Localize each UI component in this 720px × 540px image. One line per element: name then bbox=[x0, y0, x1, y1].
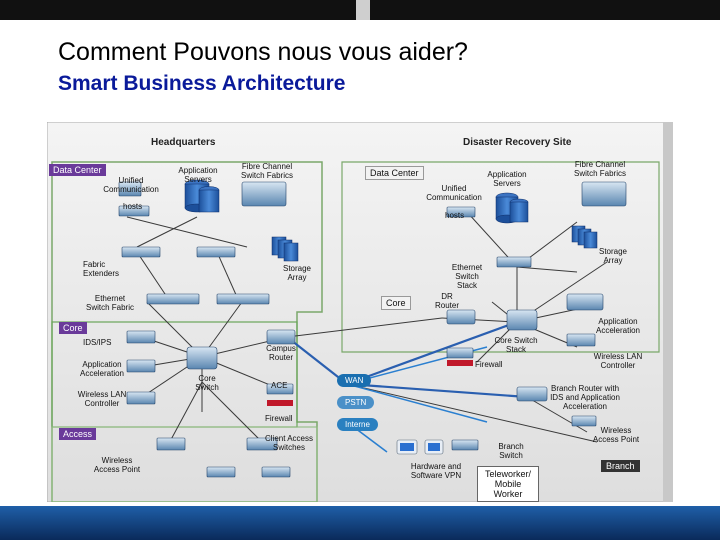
hq-campus-router-label: Campus Router bbox=[266, 344, 296, 362]
branch-switch-label: Branch Switch bbox=[498, 442, 524, 460]
hq-client-access-label: Client Access Switches bbox=[264, 434, 314, 452]
hq-core-switch-label: Core Switch bbox=[195, 374, 219, 392]
pstn-cloud: PSTN bbox=[337, 396, 375, 409]
hq-app-accel-label: Application Acceleration bbox=[79, 360, 125, 378]
wan-cloud: WAN bbox=[337, 374, 372, 387]
dr-fibre-channel-label: Fibre Channel Switch Fabrics bbox=[573, 160, 626, 178]
top-notch bbox=[356, 0, 370, 20]
branch-label: Branch bbox=[601, 460, 640, 472]
hq-data-center-tag: Data Center bbox=[49, 164, 106, 176]
hq-storage-array bbox=[271, 236, 299, 262]
hq-fabric-extenders-label: Fabric Extenders bbox=[83, 260, 120, 278]
dr-app-accel-label: Application Acceleration bbox=[595, 317, 641, 335]
slide-subtitle: Smart Business Architecture bbox=[58, 72, 346, 95]
dr-core-tag: Core bbox=[381, 296, 411, 310]
internet-cloud: Interne bbox=[337, 418, 378, 431]
hq-ace-label: ACE bbox=[271, 381, 288, 390]
hq-idsips-label: IDS/IPS bbox=[83, 338, 112, 347]
dr-hosts-label: hosts bbox=[445, 211, 465, 220]
disaster-recovery-header: Disaster Recovery Site bbox=[463, 137, 572, 148]
hq-firewall-label: Firewall bbox=[265, 414, 293, 423]
diagram-graphics bbox=[47, 122, 673, 502]
dr-server-stack bbox=[495, 192, 529, 224]
dr-ethernet-stack-label: Ethernet Switch Stack bbox=[451, 263, 483, 290]
hw-sw-vpn-label: Hardware and Software VPN bbox=[410, 462, 462, 480]
dr-wlc-label: Wireless LAN Controller bbox=[593, 352, 643, 370]
hq-core-tag: Core bbox=[59, 322, 87, 334]
headquarters-header: Headquarters bbox=[151, 137, 216, 148]
bottom-bar bbox=[0, 506, 720, 540]
hq-wap-label: Wireless Access Point bbox=[93, 456, 141, 474]
dr-storage-array bbox=[571, 225, 598, 249]
hq-fibre-channel-label: Fibre Channel Switch Fabrics bbox=[240, 162, 293, 180]
hq-app-servers-label: Application Servers bbox=[178, 166, 218, 184]
access-tag: Access bbox=[59, 428, 97, 440]
dr-data-center-tag: Data Center bbox=[365, 166, 424, 180]
branch-router-label: Branch Router with IDS and Application A… bbox=[550, 384, 620, 411]
dr-unified-comm-label: Unified Communication bbox=[426, 184, 482, 202]
hq-wlc-label: Wireless LAN Controller bbox=[77, 390, 127, 408]
architecture-diagram: Headquarters Disaster Recovery Site Data… bbox=[47, 122, 673, 502]
dr-app-servers-label: Application Servers bbox=[487, 170, 527, 188]
hq-ethernet-fabric-label: Ethernet Switch Fabric bbox=[85, 294, 134, 312]
dr-storage-array-label: Storage Array bbox=[598, 247, 628, 265]
dr-router-label: DR Router bbox=[434, 292, 459, 310]
dr-core-stack-label: Core Switch Stack bbox=[494, 336, 538, 354]
dr-firewall-label: Firewall bbox=[475, 360, 503, 369]
teleworker-label: Teleworker/ Mobile Worker bbox=[477, 466, 539, 502]
slide-title: Comment Pouvons nous vous aider? bbox=[58, 38, 468, 66]
branch-wap-label: Wireless Access Point bbox=[592, 426, 640, 444]
hq-server-stack bbox=[184, 179, 220, 213]
hq-hosts-label: hosts bbox=[123, 202, 143, 211]
hq-storage-array-label: Storage Array bbox=[282, 264, 312, 282]
hq-unified-comm-label: Unified Communication bbox=[103, 176, 159, 194]
